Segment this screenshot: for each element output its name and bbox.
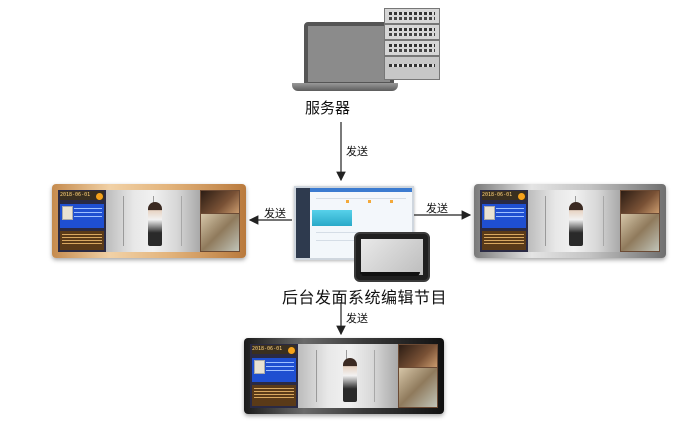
edge-label-editor-to-right: 发送	[426, 202, 448, 215]
edge-label-editor-to-bottom: 发送	[346, 312, 368, 325]
bottom-display-screen: 2018-06-01	[244, 338, 444, 414]
server-rack-unit-icon	[384, 56, 440, 80]
edge-label-server-to-editor: 发送	[346, 145, 368, 158]
server-rack-unit-icon	[384, 40, 440, 56]
laptop-base	[292, 83, 398, 91]
edge-label-editor-to-left: 发送	[264, 207, 286, 220]
editor-label: 后台发面系统编辑节目	[282, 288, 448, 307]
server-rack-unit-icon	[384, 8, 440, 24]
server-rack-unit-icon	[384, 24, 440, 40]
left-display-screen: 2018-06-01	[52, 184, 246, 258]
server-label: 服务器	[305, 99, 351, 117]
laptop-icon	[304, 22, 394, 86]
right-display-screen: 2018-06-01	[474, 184, 666, 258]
tablet-stand	[360, 272, 420, 276]
